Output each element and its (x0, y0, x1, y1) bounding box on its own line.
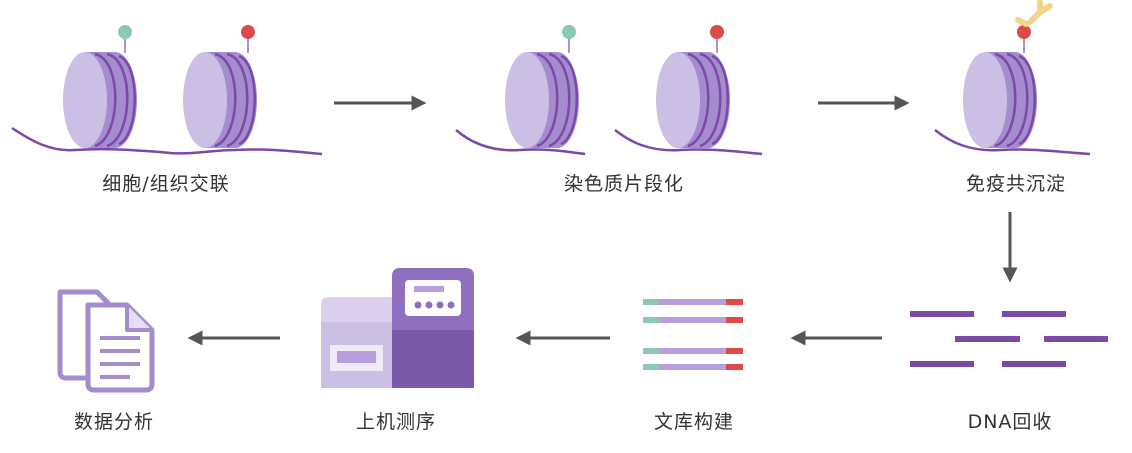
documents-icon (57, 289, 155, 393)
histone-mark-red-1 (241, 25, 255, 39)
histone-mark-red-3 (1017, 25, 1031, 39)
ip-nucleosome-antibody-illustration (934, 0, 1091, 156)
antibody-icon (1015, 0, 1053, 27)
step-label-fragment: 染色质片段化 (563, 173, 684, 195)
histone-mark-red-2 (710, 25, 724, 39)
step-label-crosslink: 细胞/组织交联 (102, 173, 230, 195)
histone-mark-green-1 (118, 25, 132, 39)
step-label-dna-recovery: DNA回收 (967, 411, 1053, 433)
histone-mark-green-2 (562, 25, 576, 39)
step-label-ip: 免疫共沉淀 (965, 173, 1066, 195)
fragment-nucleosomes-illustration (455, 25, 763, 156)
step-label-sequencing: 上机测序 (355, 411, 436, 433)
sequencer-icon (321, 268, 474, 388)
step-label-library: 文库构建 (653, 411, 734, 433)
crosslink-nucleosomes-illustration (11, 25, 323, 156)
library-fragments-illustration (643, 299, 743, 370)
step-label-analysis: 数据分析 (73, 411, 154, 433)
dna-fragments-illustration (910, 311, 1108, 367)
